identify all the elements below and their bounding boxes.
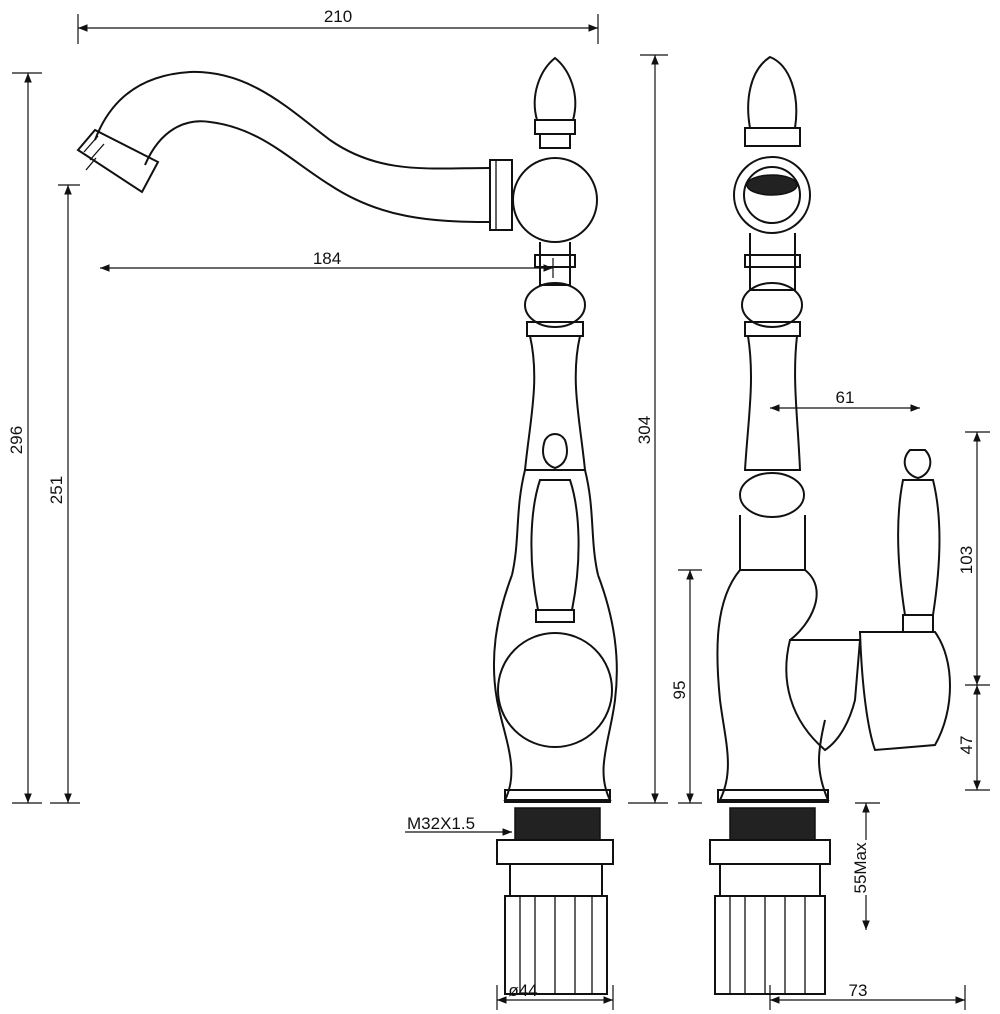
faucet-body-front: [493, 56, 618, 803]
dimension-47: 47: [957, 685, 990, 791]
dimension-label: ø44: [508, 981, 537, 1000]
dimension-210: 210: [77, 7, 599, 44]
dimension-103: 103: [957, 431, 990, 686]
dimension-label: 296: [7, 426, 26, 454]
dimension-label: 304: [635, 416, 654, 444]
dimension-label: 55Max: [851, 842, 870, 894]
thread-label: M32X1.5: [407, 814, 475, 833]
dimension-label: 251: [47, 476, 66, 504]
mounting-kit-front: [496, 807, 614, 995]
dimension-251: 251: [47, 184, 80, 804]
dimension-label: 95: [670, 681, 689, 700]
dimension-label: 61: [836, 388, 855, 407]
dimension-55max: 55Max: [851, 802, 880, 930]
mounting-kit-side: [709, 807, 831, 995]
dimension-184: 184: [100, 249, 554, 278]
front-view: [76, 56, 618, 995]
dimension-304: 304: [628, 54, 668, 804]
dimension-label: 184: [313, 249, 341, 268]
dimension-95: 95: [670, 569, 702, 804]
dimension-thread: M32X1.5: [405, 814, 512, 836]
dimension-label: 73: [849, 981, 868, 1000]
faucet-body-side: [716, 55, 951, 803]
spout: [76, 70, 513, 231]
dimension-label: 47: [957, 736, 976, 755]
dimension-73: 73: [769, 981, 966, 1010]
side-view: [709, 55, 951, 995]
dimension-label: 210: [324, 7, 352, 26]
dimension-label: 103: [957, 546, 976, 574]
dimension-61: 61: [770, 388, 920, 412]
dimension-296: 296: [7, 72, 42, 804]
dimension-diameter-44: ø44: [496, 981, 614, 1010]
